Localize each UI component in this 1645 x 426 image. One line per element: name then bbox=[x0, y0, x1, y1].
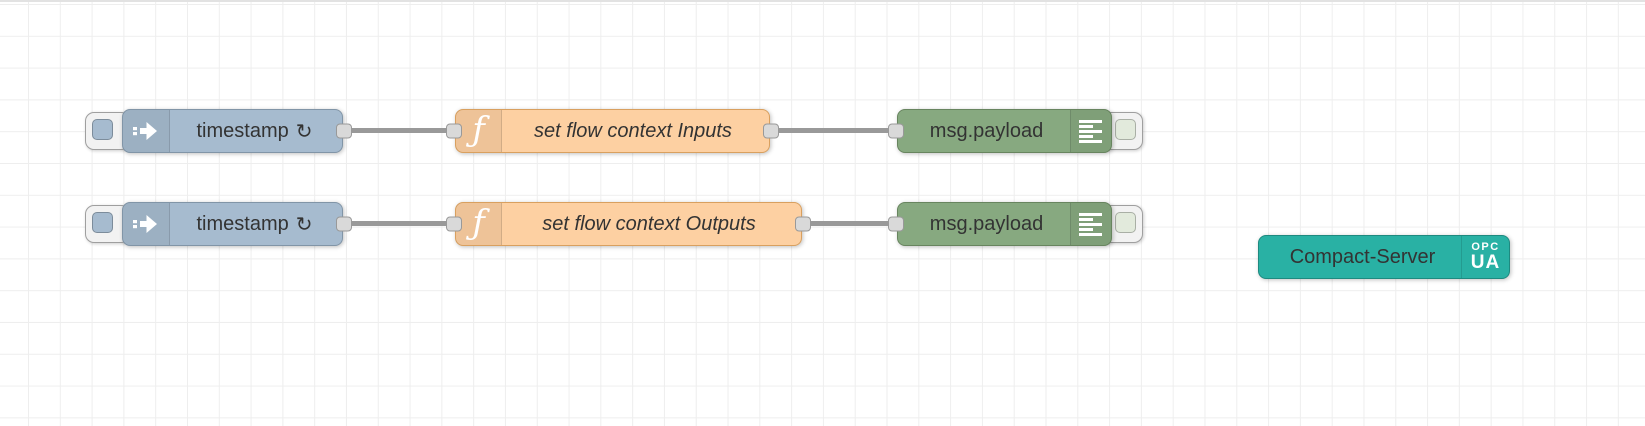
inject-arrow-icon bbox=[132, 215, 157, 233]
debug-toggle-indicator bbox=[1115, 212, 1136, 233]
debug-node-outputs[interactable]: msg.payload bbox=[888, 202, 1143, 246]
inject-node-label: timestamp↻ bbox=[196, 212, 313, 236]
inject-icon-region bbox=[123, 110, 170, 152]
output-port[interactable] bbox=[336, 123, 352, 139]
opcua-logo-icon: OPC UA bbox=[1461, 236, 1509, 278]
debug-toggle-button[interactable] bbox=[1098, 112, 1143, 150]
function-node-label: set flow context Outputs bbox=[542, 212, 756, 235]
debug-node-inputs[interactable]: msg.payload bbox=[888, 109, 1143, 153]
input-port[interactable] bbox=[446, 216, 462, 232]
inject-node-inputs[interactable]: timestamp↻ bbox=[85, 109, 352, 153]
debug-node-label: msg.payload bbox=[929, 119, 1044, 142]
function-node-label: set flow context Inputs bbox=[534, 119, 732, 142]
debug-node-body[interactable]: msg.payload bbox=[897, 202, 1112, 246]
inject-node-body[interactable]: timestamp↻ bbox=[122, 202, 343, 246]
input-port[interactable] bbox=[888, 216, 904, 232]
output-port[interactable] bbox=[795, 216, 811, 232]
function-icon-region: ƒ bbox=[456, 110, 502, 152]
output-port[interactable] bbox=[763, 123, 779, 139]
wire[interactable] bbox=[802, 221, 897, 226]
function-icon: ƒ bbox=[472, 202, 485, 243]
inject-button-indicator bbox=[92, 119, 113, 140]
opcua-compact-server-node[interactable]: OPC UA Compact-Server bbox=[1258, 235, 1510, 279]
debug-toggle-indicator bbox=[1115, 119, 1136, 140]
debug-icon-region bbox=[1070, 203, 1111, 245]
wire[interactable] bbox=[770, 128, 897, 133]
function-icon-region: ƒ bbox=[456, 203, 502, 245]
inject-button-indicator bbox=[92, 212, 113, 233]
input-port[interactable] bbox=[888, 123, 904, 139]
inject-node-body[interactable]: timestamp↻ bbox=[122, 109, 343, 153]
inject-node-outputs[interactable]: timestamp↻ bbox=[85, 202, 352, 246]
function-node-outputs[interactable]: ƒ set flow context Outputs bbox=[446, 202, 811, 246]
output-port[interactable] bbox=[336, 216, 352, 232]
wire[interactable] bbox=[343, 221, 455, 226]
input-port[interactable] bbox=[446, 123, 462, 139]
function-node-body[interactable]: ƒ set flow context Outputs bbox=[455, 202, 802, 246]
debug-icon-region bbox=[1070, 110, 1111, 152]
function-node-inputs[interactable]: ƒ set flow context Inputs bbox=[446, 109, 779, 153]
inject-node-label: timestamp↻ bbox=[196, 119, 313, 143]
function-icon: ƒ bbox=[472, 109, 485, 150]
server-node-body[interactable]: OPC UA Compact-Server bbox=[1258, 235, 1510, 279]
inject-icon-region bbox=[123, 203, 170, 245]
repeat-indicator-icon: ↻ bbox=[295, 213, 313, 236]
function-node-body[interactable]: ƒ set flow context Inputs bbox=[455, 109, 770, 153]
server-node-label: Compact-Server bbox=[1289, 245, 1436, 268]
inject-arrow-icon bbox=[132, 122, 157, 140]
debug-list-icon bbox=[1079, 120, 1102, 143]
debug-list-icon bbox=[1079, 213, 1102, 236]
debug-node-label: msg.payload bbox=[929, 212, 1044, 235]
wire[interactable] bbox=[343, 128, 455, 133]
repeat-indicator-icon: ↻ bbox=[295, 120, 313, 143]
debug-node-body[interactable]: msg.payload bbox=[897, 109, 1112, 153]
